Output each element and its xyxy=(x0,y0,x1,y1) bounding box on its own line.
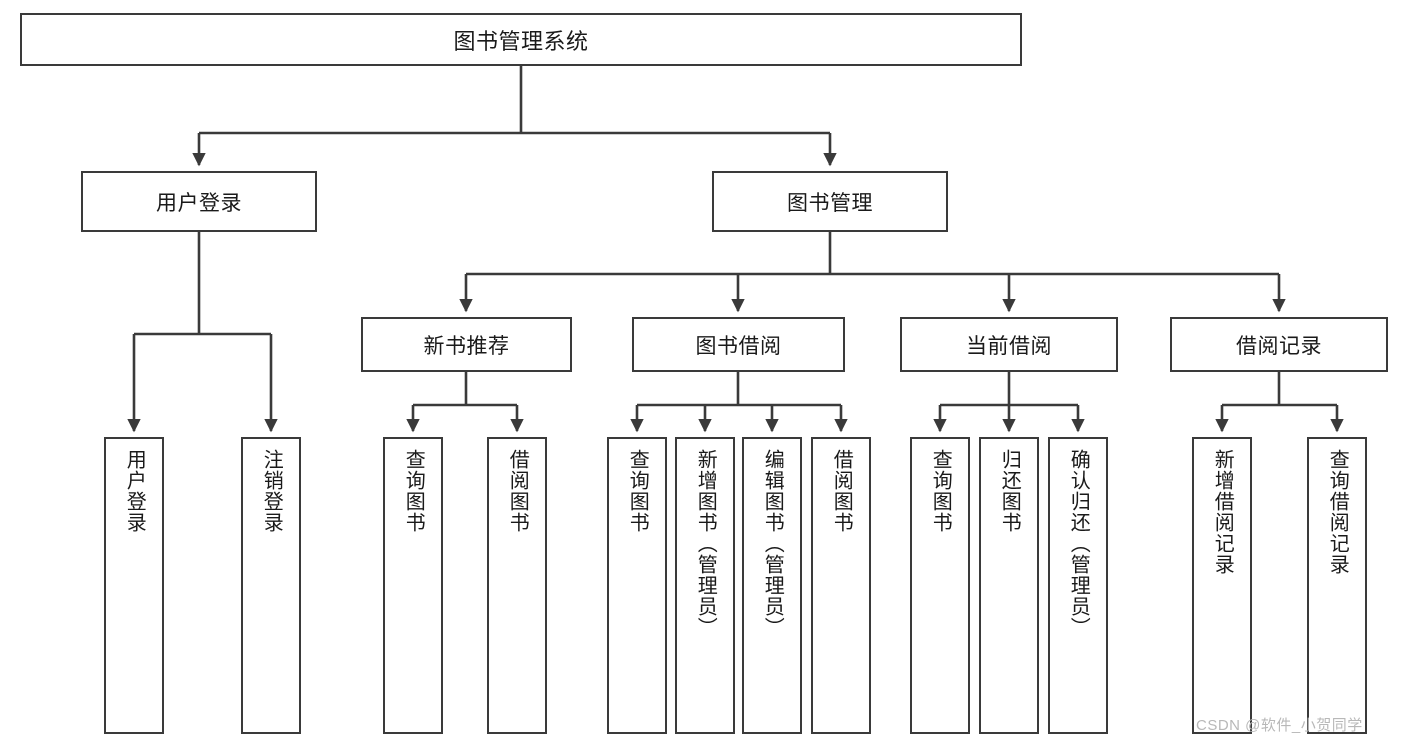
node-label: 查询图书 xyxy=(929,449,952,533)
node-leaf-query-book-recommend[interactable]: 查询图书 xyxy=(383,437,443,734)
node-borrow-record[interactable]: 借阅记录 xyxy=(1170,317,1388,372)
node-book-management[interactable]: 图书管理 xyxy=(712,171,948,232)
node-label: 归还图书 xyxy=(998,449,1021,533)
node-label: 新书推荐 xyxy=(423,334,510,358)
node-label: 查询借阅记录 xyxy=(1326,449,1349,575)
node-label: 用户登录 xyxy=(156,191,242,215)
csdn-watermark: CSDN @软件_小贺同学 xyxy=(1196,717,1363,734)
node-label: 借阅图书 xyxy=(830,449,853,533)
node-label: 新增借阅记录 xyxy=(1211,449,1234,575)
node-label: 图书管理系统 xyxy=(453,28,589,54)
node-label: 注销登录 xyxy=(260,449,283,533)
node-label: 当前借阅 xyxy=(966,334,1052,358)
node-label: 查询图书 xyxy=(402,449,425,533)
node-leaf-logout[interactable]: 注销登录 xyxy=(241,437,301,734)
node-leaf-edit-book-admin[interactable]: 编辑图书（管理员） xyxy=(742,437,802,734)
node-label: 借阅图书 xyxy=(506,449,529,533)
node-label: 借阅记录 xyxy=(1236,334,1322,358)
node-leaf-query-borrow-record[interactable]: 查询借阅记录 xyxy=(1307,437,1367,734)
node-user-login[interactable]: 用户登录 xyxy=(81,171,317,232)
node-label: 用户登录 xyxy=(123,449,146,533)
node-leaf-borrow-book-recommend[interactable]: 借阅图书 xyxy=(487,437,547,734)
node-leaf-add-book-admin[interactable]: 新增图书（管理员） xyxy=(675,437,735,734)
node-current-borrow[interactable]: 当前借阅 xyxy=(900,317,1118,372)
node-leaf-user-login[interactable]: 用户登录 xyxy=(104,437,164,734)
node-label: 新增图书（管理员） xyxy=(694,449,717,638)
node-leaf-add-borrow-record[interactable]: 新增借阅记录 xyxy=(1192,437,1252,734)
node-label: 确认归还（管理员） xyxy=(1067,449,1090,638)
node-new-book-recommend[interactable]: 新书推荐 xyxy=(361,317,572,372)
node-leaf-query-book-current[interactable]: 查询图书 xyxy=(910,437,970,734)
node-leaf-query-book-borrow[interactable]: 查询图书 xyxy=(607,437,667,734)
node-root-system[interactable]: 图书管理系统 xyxy=(20,13,1022,66)
node-label: 图书借阅 xyxy=(695,334,782,358)
node-book-borrow[interactable]: 图书借阅 xyxy=(632,317,845,372)
node-label: 编辑图书（管理员） xyxy=(761,449,784,638)
node-label: 查询图书 xyxy=(626,449,649,533)
node-leaf-confirm-return-admin[interactable]: 确认归还（管理员） xyxy=(1048,437,1108,734)
node-label: 图书管理 xyxy=(787,191,873,215)
node-leaf-borrow-book[interactable]: 借阅图书 xyxy=(811,437,871,734)
node-leaf-return-book[interactable]: 归还图书 xyxy=(979,437,1039,734)
